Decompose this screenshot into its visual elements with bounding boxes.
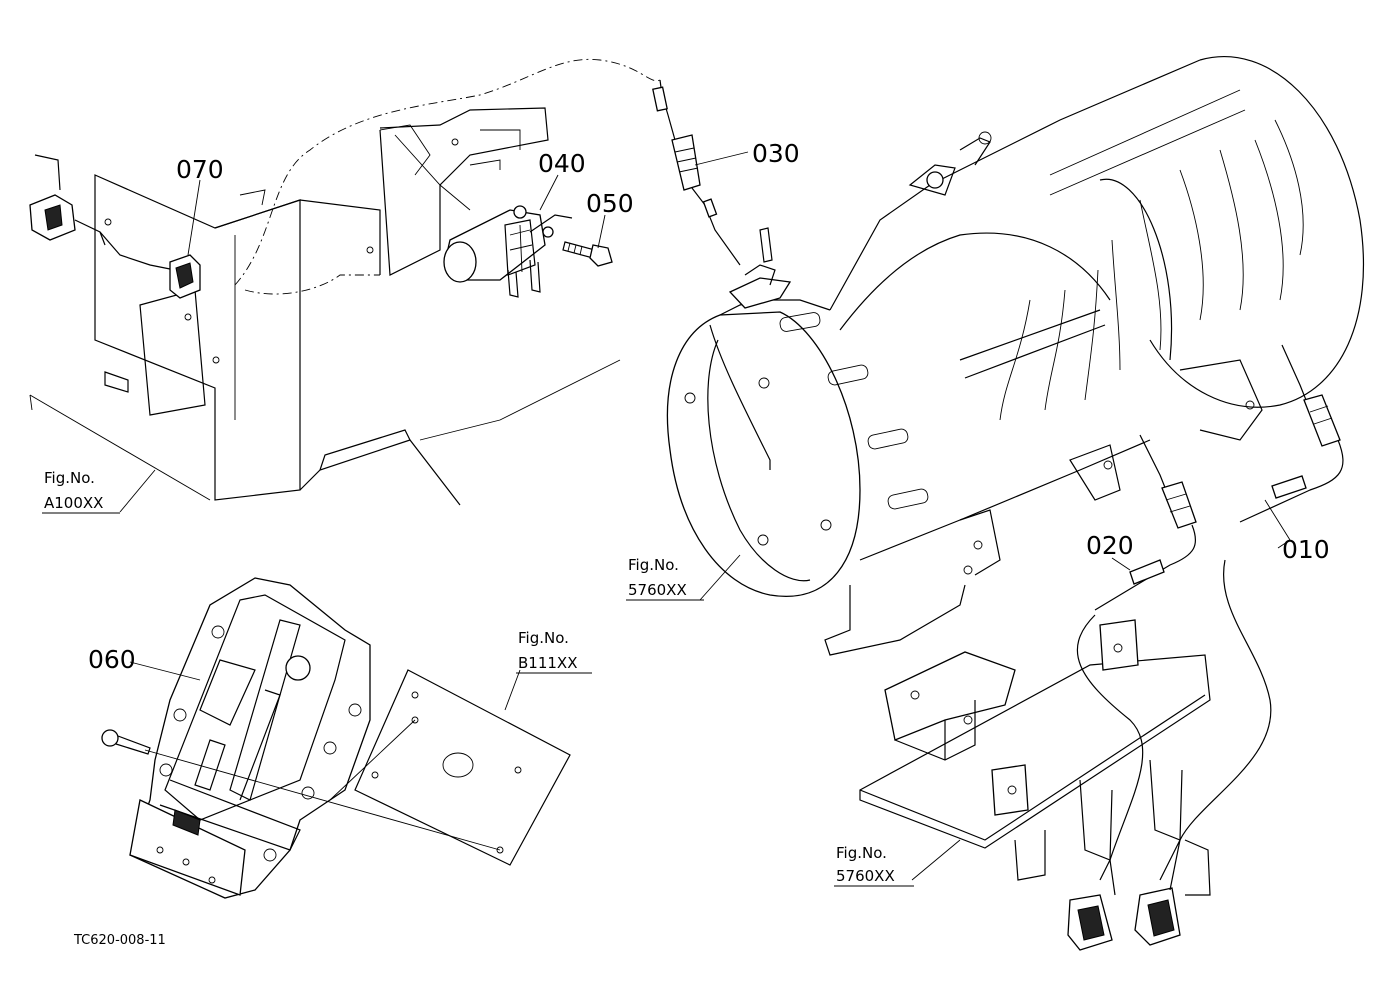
temperature-sensor-030 [652,79,741,266]
leader-lines [119,151,1291,881]
figref-bracket-line2: 5760XX [836,867,895,885]
callout-050: 050 [586,189,634,218]
callout-070: 070 [176,155,224,184]
callout-020: 020 [1086,531,1134,560]
ecu-060-drawing [101,577,371,899]
drawing-code: TC620-008-11 [73,933,166,948]
dpf-muffler-drawing [666,55,1364,656]
bolt-050 [562,241,613,267]
sensor-connectors [1067,839,1181,951]
figref-bracket-line1: Fig.No. [836,844,887,862]
mounting-plate-b111 [144,669,571,866]
callout-010: 010 [1282,535,1330,564]
sensor-connector-070 [29,154,201,299]
callout-030: 030 [752,139,800,168]
figref-a100-line1: Fig.No. [44,469,95,487]
callout-040: 040 [538,149,586,178]
figref-dpf-line1: Fig.No. [628,556,679,574]
sensor-bracket-drawing [859,619,1211,896]
figref-dpf-line2: 5760XX [628,581,687,599]
temperature-sensor-010 [1179,344,1344,841]
figref-b111-line2: B111XX [518,654,577,672]
frame-panel-drawing [29,58,661,506]
figref-b111-line1: Fig.No. [518,629,569,647]
pressure-sensor-040 [443,205,573,298]
figref-a100-line2: A100XX [44,494,103,512]
temperature-sensor-020 [1076,434,1197,861]
callout-060: 060 [88,645,136,674]
